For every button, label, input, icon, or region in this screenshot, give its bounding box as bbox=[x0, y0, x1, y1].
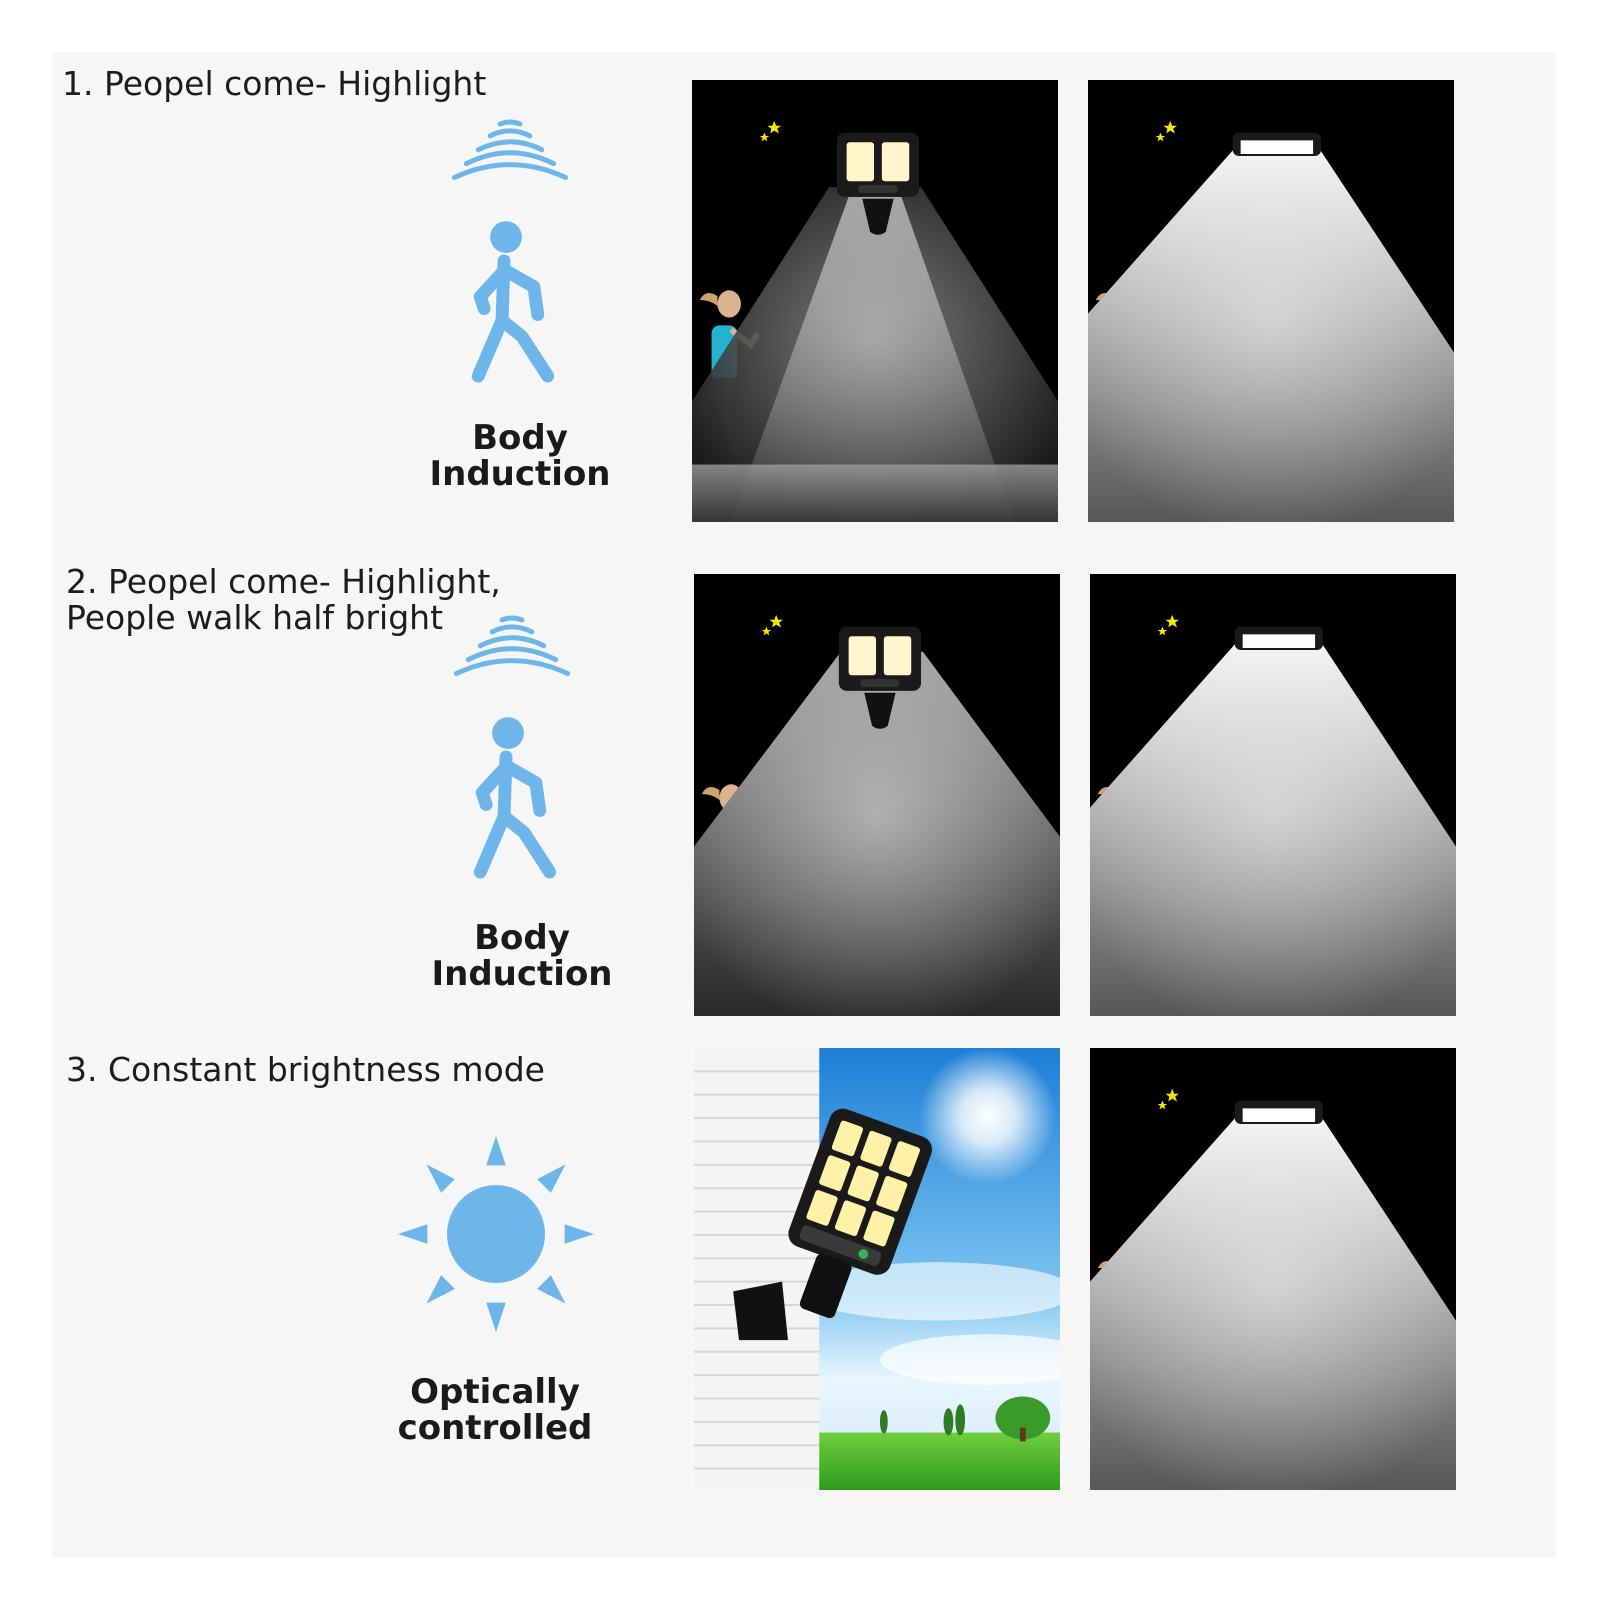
night-scene-half-bright-photo bbox=[694, 574, 1060, 1016]
night-scene-dim-photo bbox=[692, 80, 1058, 522]
daytime-lamp-photo bbox=[694, 1048, 1060, 1490]
section-1-heading: 1. Peopel come- Highlight bbox=[62, 64, 487, 103]
section-3-heading: 3. Constant brightness mode bbox=[66, 1050, 545, 1089]
night-scene-bright-photo bbox=[1088, 80, 1454, 522]
section-2-heading-line2: People walk half bright bbox=[66, 598, 444, 637]
section-3-caption-line1: Optically bbox=[410, 1372, 580, 1412]
sensor-walking-person-icon bbox=[442, 612, 582, 880]
section-3-caption-line2: controlled bbox=[397, 1408, 593, 1448]
section-1-caption: Body Induction bbox=[429, 418, 611, 494]
sun-icon bbox=[398, 1136, 594, 1332]
night-scene-full-bright-photo bbox=[1090, 574, 1456, 1016]
section-2-heading-line1: 2. Peopel come- Highlight, bbox=[66, 562, 501, 601]
section-2-caption: Body Induction bbox=[431, 918, 613, 994]
sensor-walking-person-icon bbox=[440, 116, 580, 384]
night-constant-bright-photo bbox=[1090, 1048, 1456, 1490]
